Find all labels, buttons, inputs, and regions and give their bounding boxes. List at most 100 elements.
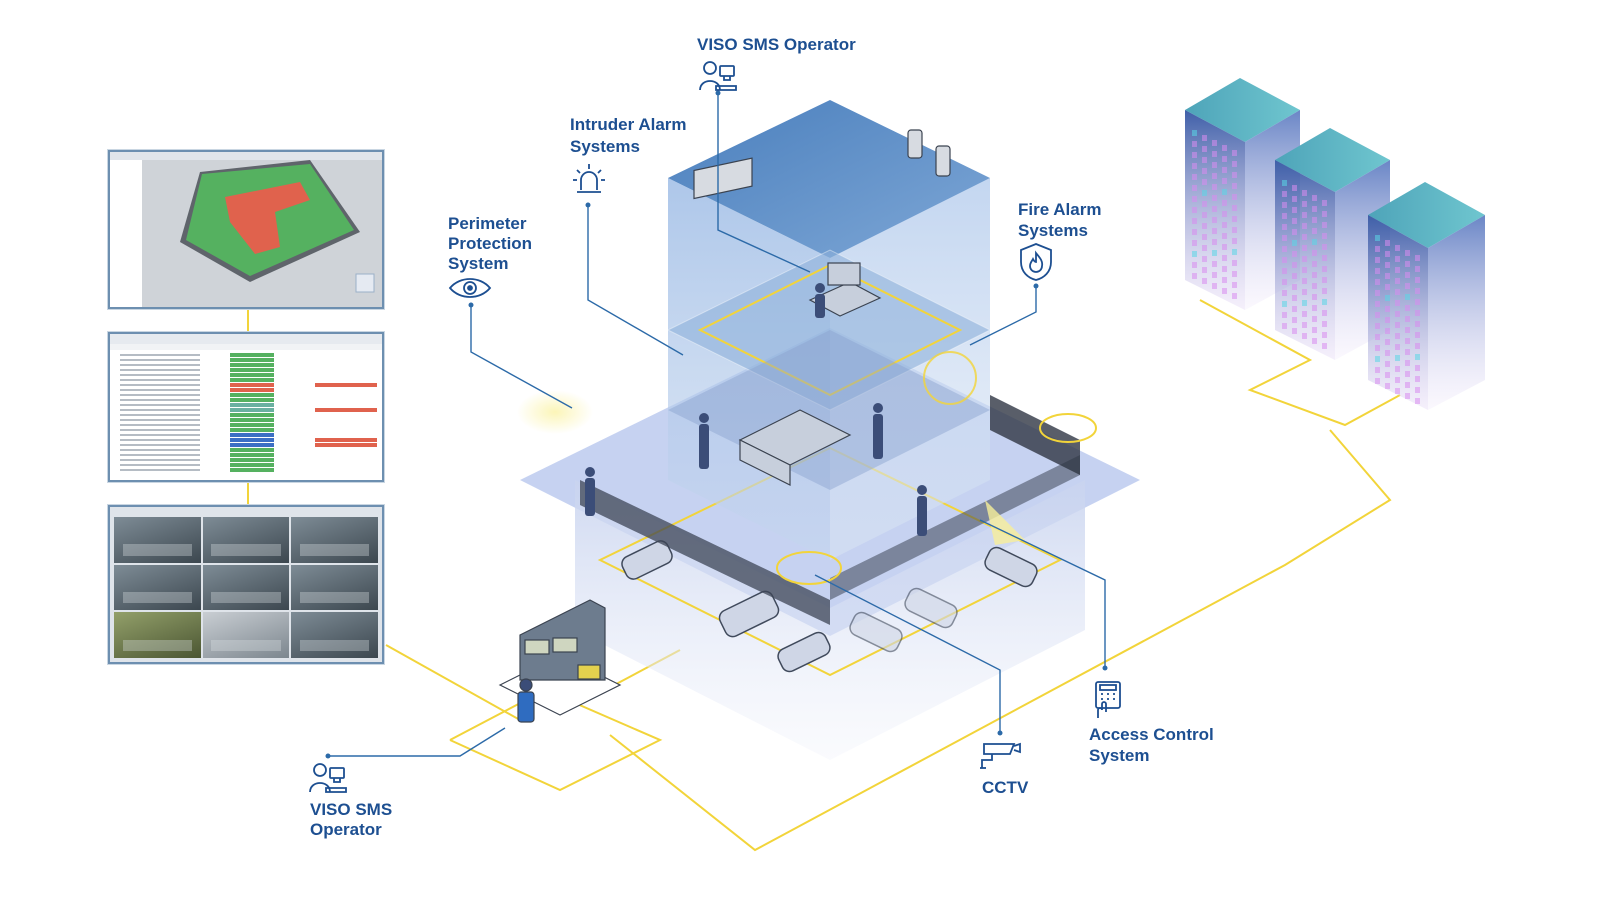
tower-window [1395, 322, 1400, 328]
tower-window [1302, 311, 1307, 317]
alarm-list-view [110, 334, 382, 472]
network-lines [247, 299, 1401, 852]
tower-window [1192, 196, 1197, 202]
tower-window [1405, 250, 1410, 256]
tower-window [1375, 279, 1380, 285]
cctv-camera-icon [980, 742, 1021, 769]
alarm-row-text [120, 449, 200, 451]
tower-window [1232, 238, 1237, 244]
floor-plan-view [110, 152, 382, 307]
camera-feed [202, 612, 290, 658]
tower-window [1395, 355, 1400, 361]
tower-window [1322, 266, 1327, 272]
tower-window [1202, 201, 1207, 207]
tower-window [1405, 294, 1410, 300]
label-access-control: Access Control System [1089, 724, 1214, 766]
tower-window [1395, 311, 1400, 317]
tower-window [1405, 338, 1410, 344]
tower-window [1202, 135, 1207, 141]
tower-window [1322, 321, 1327, 327]
tower-window [1405, 305, 1410, 311]
tower-window [1222, 167, 1227, 173]
tower-window [1322, 310, 1327, 316]
tower-window [1312, 294, 1317, 300]
tower-window [1302, 333, 1307, 339]
tower-window [1232, 293, 1237, 299]
tower-window [1202, 212, 1207, 218]
tower-window [1292, 273, 1297, 279]
tower-window [1415, 387, 1420, 393]
tower-window [1232, 227, 1237, 233]
tower-window [1302, 300, 1307, 306]
tower-window [1322, 200, 1327, 206]
tower-window [1302, 201, 1307, 207]
tower-window [1202, 278, 1207, 284]
operator-icon [699, 61, 737, 91]
tower-window [1212, 162, 1217, 168]
tower-window [1312, 217, 1317, 223]
alarm-row-text [120, 394, 200, 396]
tower-window [1385, 383, 1390, 389]
tower-window [1212, 151, 1217, 157]
tower-window [1222, 244, 1227, 250]
tower-window [1405, 327, 1410, 333]
tower-window [1385, 240, 1390, 246]
tower-window [1212, 173, 1217, 179]
tower-window [1375, 235, 1380, 241]
tower-window [1312, 327, 1317, 333]
tower-window [1282, 235, 1287, 241]
camera-feed [114, 517, 201, 563]
tower-window [1212, 283, 1217, 289]
tower-window [1302, 289, 1307, 295]
tower-window [1385, 262, 1390, 268]
alarm-row-text [120, 369, 200, 371]
connector-lines [328, 93, 1106, 757]
alarm-row-text [120, 414, 200, 416]
tower-window [1232, 271, 1237, 277]
label-cctv: CCTV [982, 778, 1028, 798]
alarm-row-status [230, 353, 274, 357]
tower-window [1312, 195, 1317, 201]
tower-window [1292, 262, 1297, 268]
tower-window [1192, 218, 1197, 224]
tower-window [1302, 278, 1307, 284]
tower-window [1192, 130, 1197, 136]
tower-window [1192, 174, 1197, 180]
camera-feed [291, 517, 378, 563]
tower-window [1202, 179, 1207, 185]
tower-window [1222, 200, 1227, 206]
label-line: Protection [448, 234, 533, 253]
label-line: Fire Alarm [1018, 200, 1102, 219]
tower-window [1192, 207, 1197, 213]
tower-window [1385, 350, 1390, 356]
tower-window [1212, 272, 1217, 278]
tower-window [1312, 228, 1317, 234]
label-line: Operator [310, 820, 382, 839]
tower-window [1385, 372, 1390, 378]
tower-window [1312, 239, 1317, 245]
tower-window [1292, 207, 1297, 213]
city-towers [1185, 78, 1485, 410]
alarm-row-text [120, 404, 200, 406]
tower-window [1395, 344, 1400, 350]
tower-window [1415, 266, 1420, 272]
tower-window [1212, 217, 1217, 223]
tower-window [1375, 323, 1380, 329]
tower-window [1232, 183, 1237, 189]
tower-window [1292, 240, 1297, 246]
tower-window [1302, 256, 1307, 262]
tower-window [1322, 277, 1327, 283]
access-keypad-icon [1095, 681, 1121, 718]
tower-window [1212, 184, 1217, 190]
tower-window [1222, 288, 1227, 294]
tower-window [1292, 328, 1297, 334]
tower-window [1415, 277, 1420, 283]
tower-window [1222, 255, 1227, 261]
alarm-row-status [230, 433, 274, 437]
alarm-row-text [120, 424, 200, 426]
alarm-row-text [120, 409, 200, 411]
camera-feed [202, 564, 290, 611]
alarm-row-text [120, 454, 200, 456]
tower-window [1232, 161, 1237, 167]
